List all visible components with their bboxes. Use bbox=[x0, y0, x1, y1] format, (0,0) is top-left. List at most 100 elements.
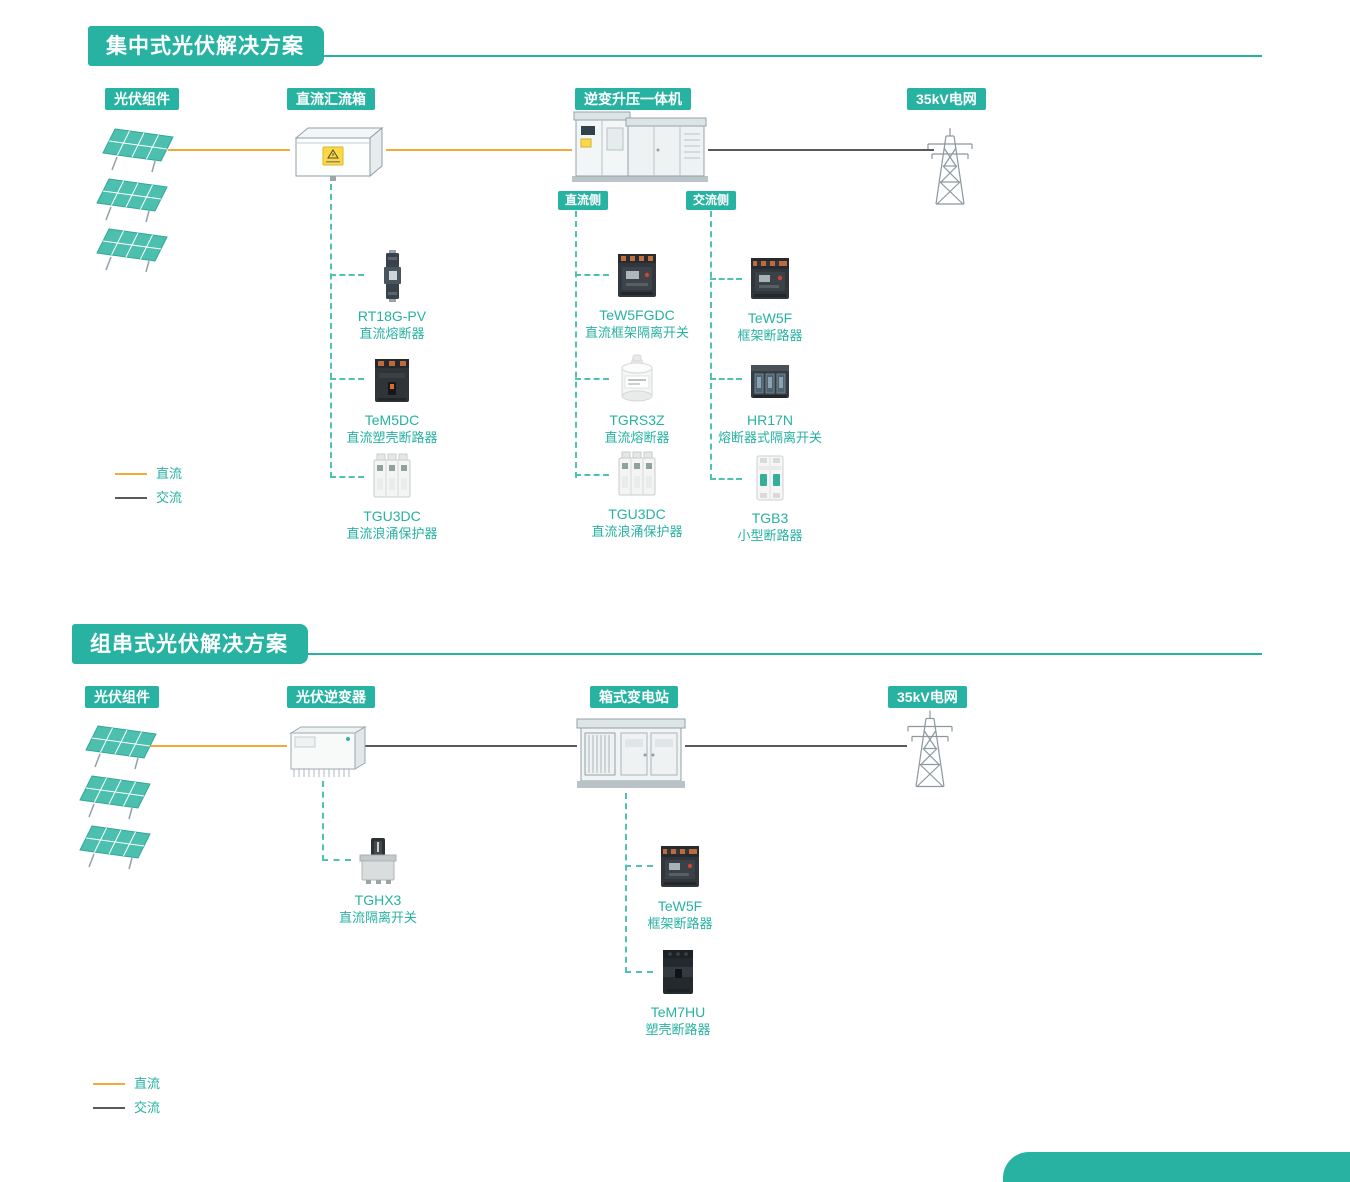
inverter-booster-illustration bbox=[570, 108, 710, 186]
dashed-branch bbox=[710, 378, 742, 380]
dashed-line-combiner-column bbox=[330, 184, 332, 478]
product-desc: 塑壳断路器 bbox=[645, 1022, 711, 1037]
legend-ac-2: 交流 bbox=[93, 1101, 160, 1115]
combiner-box-illustration bbox=[288, 122, 388, 184]
tgrs3z-image bbox=[562, 350, 712, 408]
dashed-branch bbox=[710, 278, 742, 280]
section1-underline bbox=[90, 55, 1262, 57]
product-tew5f-2: TeW5F 框架断路器 bbox=[605, 836, 755, 932]
dashed-branch bbox=[330, 378, 364, 380]
legend-dc-label: 直流 bbox=[134, 1076, 161, 1091]
legend-dc-label: 直流 bbox=[156, 466, 183, 481]
tew5f-image bbox=[605, 836, 755, 894]
tew5f-image bbox=[695, 248, 845, 306]
tgu3dc-image bbox=[562, 444, 712, 502]
product-name: TeM5DC bbox=[364, 412, 420, 428]
product-desc: 直流浪涌保护器 bbox=[591, 524, 683, 539]
legend-ac-1: 交流 bbox=[115, 491, 182, 505]
dashed-branch bbox=[330, 476, 364, 478]
product-name: TeM7HU bbox=[650, 1004, 706, 1020]
solar-panels-illustration-1 bbox=[95, 123, 185, 275]
product-tghx3: TGHX3 直流隔离开关 bbox=[303, 830, 453, 926]
dc-line-combiner-inverter bbox=[386, 149, 572, 151]
transmission-tower-illustration-2 bbox=[902, 706, 958, 791]
product-hr17n: HR17N 熔断器式隔离开关 bbox=[695, 350, 845, 446]
product-tew5fgdc: TeW5FGDC 直流框架隔离开关 bbox=[562, 245, 712, 341]
section2-title: 组串式光伏解决方案 bbox=[72, 624, 308, 664]
dc-line-panels-inverter bbox=[150, 745, 287, 747]
product-tgu3dc-2: TGU3DC 直流浪涌保护器 bbox=[562, 444, 712, 540]
tem5dc-image bbox=[317, 350, 467, 408]
label-grid-1: 35kV电网 bbox=[907, 88, 986, 110]
legend-dc-1: 直流 bbox=[115, 467, 182, 481]
label-box-substation: 箱式变电站 bbox=[590, 686, 678, 708]
product-tgrs3z: TGRS3Z 直流熔断器 bbox=[562, 350, 712, 446]
dc-line-panels-combiner bbox=[168, 149, 290, 151]
tgb3-image bbox=[695, 448, 845, 506]
product-name: TeW5FGDC bbox=[599, 307, 675, 323]
product-desc: 直流浪涌保护器 bbox=[346, 526, 438, 541]
product-desc: 直流隔离开关 bbox=[338, 910, 417, 925]
product-name: RT18G-PV bbox=[357, 308, 427, 324]
tem7hu-image bbox=[603, 942, 753, 1000]
dashed-branch bbox=[710, 478, 742, 480]
dashed-line-dc-column bbox=[575, 211, 577, 478]
rt18g-pv-image bbox=[317, 246, 467, 304]
label-combiner-box: 直流汇流箱 bbox=[287, 88, 375, 110]
hr17n-image bbox=[695, 350, 845, 408]
legend-ac-label: 交流 bbox=[156, 490, 183, 505]
section1-title: 集中式光伏解决方案 bbox=[88, 26, 324, 66]
product-desc: 熔断器式隔离开关 bbox=[717, 430, 822, 445]
product-desc: 小型断路器 bbox=[737, 528, 803, 543]
dashed-branch bbox=[330, 274, 364, 276]
product-desc: 直流熔断器 bbox=[604, 430, 670, 445]
transmission-tower-illustration-1 bbox=[922, 126, 978, 206]
legend-ac-label: 交流 bbox=[134, 1100, 161, 1115]
product-tew5f-1: TeW5F 框架断路器 bbox=[695, 248, 845, 344]
product-name: HR17N bbox=[747, 412, 793, 428]
label-string-inverter: 光伏逆变器 bbox=[287, 686, 375, 708]
footer-decoration bbox=[1003, 1152, 1350, 1182]
dashed-branch bbox=[322, 859, 351, 861]
product-name: TGU3DC bbox=[608, 506, 666, 522]
dashed-branch bbox=[625, 971, 653, 973]
legend-ac-swatch bbox=[93, 1107, 125, 1109]
ac-line-substation-tower bbox=[685, 745, 907, 747]
product-tgb3: TGB3 小型断路器 bbox=[695, 448, 845, 544]
string-inverter-illustration bbox=[285, 723, 367, 781]
product-tgu3dc-1: TGU3DC 直流浪涌保护器 bbox=[317, 446, 467, 542]
solar-panels-illustration-2 bbox=[78, 720, 168, 872]
product-desc: 框架断路器 bbox=[737, 328, 803, 343]
legend-dc-swatch bbox=[93, 1083, 125, 1085]
legend-dc-swatch bbox=[115, 473, 147, 475]
ac-line-inverter-substation bbox=[365, 745, 577, 747]
dashed-line-ac-column bbox=[710, 211, 712, 480]
product-desc: 框架断路器 bbox=[647, 916, 713, 931]
legend-ac-swatch bbox=[115, 497, 147, 499]
product-name: TeW5F bbox=[657, 898, 703, 914]
product-desc: 直流框架隔离开关 bbox=[584, 325, 689, 340]
tgu3dc-image bbox=[317, 446, 467, 504]
label-pv-modules-2: 光伏组件 bbox=[85, 686, 159, 708]
product-desc: 直流塑壳断路器 bbox=[346, 430, 438, 445]
section2-underline bbox=[74, 653, 1262, 655]
legend-dc-2: 直流 bbox=[93, 1077, 160, 1091]
product-name: TGHX3 bbox=[354, 892, 402, 908]
product-name: TeW5F bbox=[747, 310, 793, 326]
product-tem7hu: TeM7HU 塑壳断路器 bbox=[603, 942, 753, 1038]
product-name: TGRS3Z bbox=[609, 412, 665, 428]
box-substation-illustration bbox=[575, 713, 687, 793]
label-grid-2: 35kV电网 bbox=[888, 686, 967, 708]
tghx3-image bbox=[303, 830, 453, 888]
dashed-branch bbox=[575, 274, 609, 276]
product-name: TGU3DC bbox=[363, 508, 421, 524]
product-rt18g-pv: RT18G-PV 直流熔断器 bbox=[317, 246, 467, 342]
product-desc: 直流熔断器 bbox=[359, 326, 425, 341]
tag-dc-side: 直流侧 bbox=[558, 191, 609, 210]
product-name: TGB3 bbox=[751, 510, 789, 526]
tew5fgdc-image bbox=[562, 245, 712, 303]
tag-ac-side: 交流侧 bbox=[686, 191, 737, 210]
label-inverter-booster: 逆变升压一体机 bbox=[575, 88, 691, 110]
dashed-line-inverter-column bbox=[322, 781, 324, 861]
